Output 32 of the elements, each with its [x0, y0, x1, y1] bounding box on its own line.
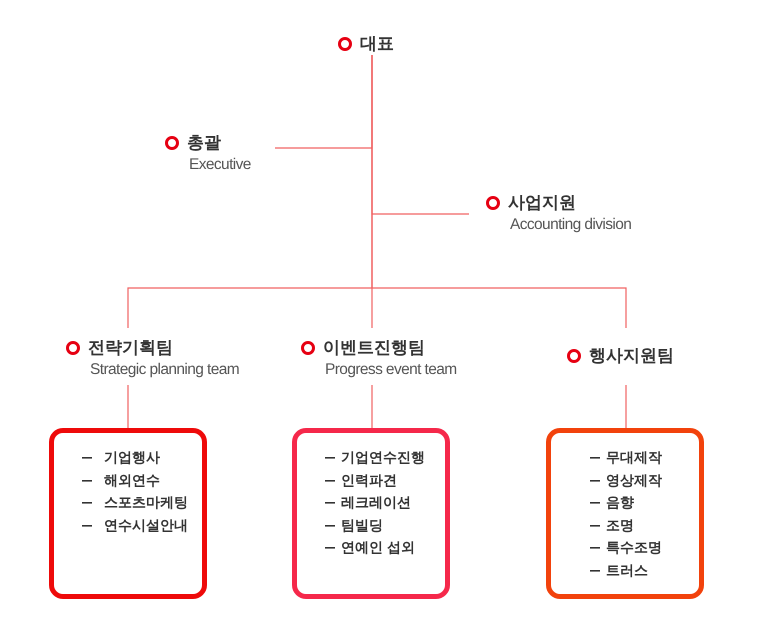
duty-item: 해외연수 [104, 472, 160, 490]
duty-item: 스포츠마케팅 [104, 494, 188, 512]
duty-item: 연예인 섭외 [341, 539, 415, 558]
duty-item: 트러스 [606, 562, 648, 580]
department-name: 대표 [360, 33, 394, 55]
duty-item: 연수시설안내 [104, 516, 188, 535]
duty-list-box [292, 428, 450, 599]
department-subtitle: Progress event team [325, 361, 458, 379]
duty-item: 무대제작 [606, 449, 662, 468]
duty-item: 특수조명 [606, 539, 662, 558]
duty-item: 영상제작 [606, 472, 662, 490]
department-name: 이벤트진행팀 [323, 337, 425, 359]
department-name: 총괄 [187, 132, 221, 154]
duty-item: 팀빌딩 [341, 516, 383, 535]
department-subtitle: Strategic planning team [90, 361, 240, 379]
duty-item: 기업연수진행 [341, 449, 425, 468]
duty-item: 기업행사 [104, 449, 160, 468]
connector-line [371, 385, 373, 428]
duty-item: 인력파견 [341, 472, 397, 490]
department-name: 전략기획팀 [88, 337, 173, 359]
department-subtitle: Accounting division [510, 216, 632, 234]
duty-list-box [546, 428, 704, 599]
department-subtitle: Executive [189, 156, 252, 174]
connector-line [127, 385, 129, 428]
connector-line [371, 55, 627, 328]
connector-line [625, 385, 627, 428]
duty-item: 조명 [606, 516, 634, 535]
department-name: 행사지원팀 [589, 345, 674, 367]
department-name: 사업지원 [508, 192, 576, 214]
duty-list-box [49, 428, 207, 599]
duty-item: 음향 [606, 494, 634, 512]
duty-item: 레크레이션 [341, 494, 411, 512]
